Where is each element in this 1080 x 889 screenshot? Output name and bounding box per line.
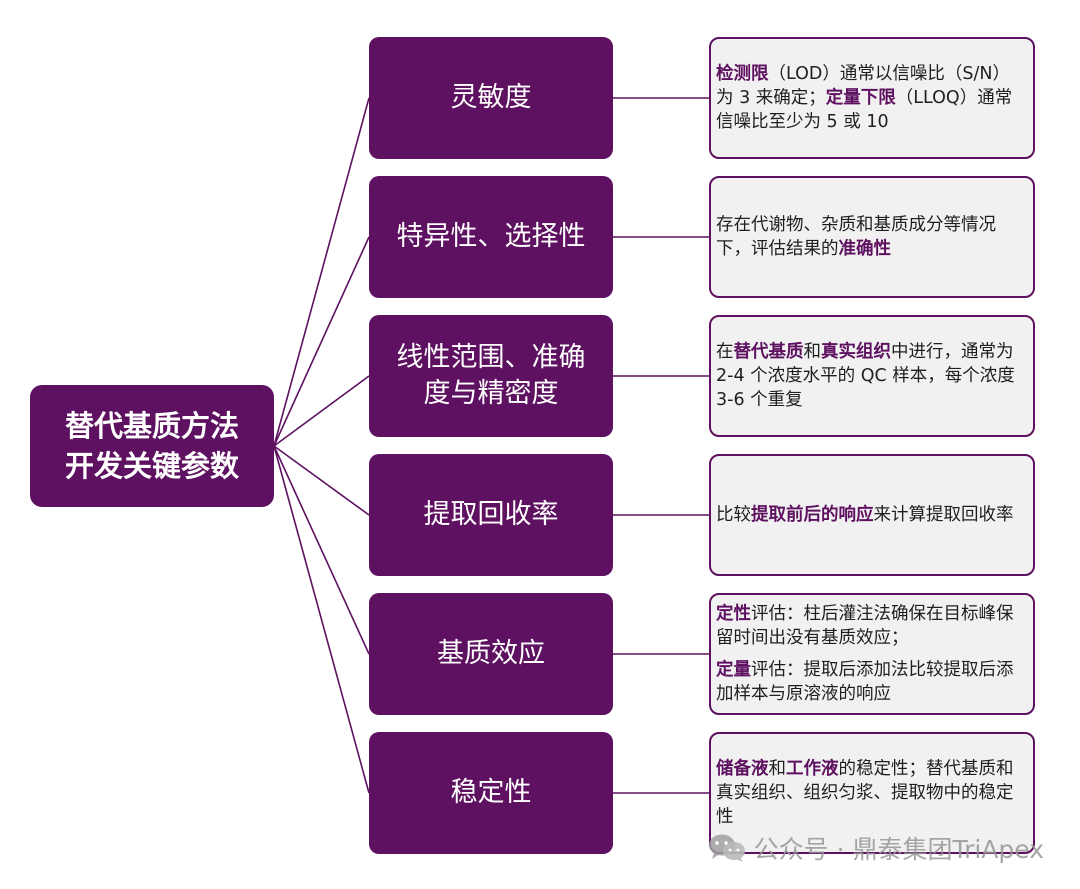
description-text: 比较 — [716, 505, 751, 525]
category-label: 提取回收率 — [423, 499, 559, 530]
watermark: 公众号 · 鼎泰集团TriApex — [708, 830, 1044, 866]
description-paragraph: 比较提取前后的响应来计算提取回收率 — [716, 503, 1027, 527]
description-text: 中进行，通常为 2-4 个浓度水平的 QC 样本，每个浓度 3-6 个重复 — [716, 342, 1015, 410]
highlight-text: 定性 — [716, 604, 751, 624]
watermark-text: 公众号 · 鼎泰集团TriApex — [753, 835, 1044, 864]
highlight-text: 准确性 — [838, 239, 892, 259]
highlight-text: 替代基质 — [733, 342, 804, 362]
description-text: 评估：柱后灌注法确保在目标峰保留时间出没有基质效应； — [716, 604, 1014, 648]
category-label: 稳定性 — [450, 777, 532, 808]
category-linearity-accuracy-precision: 线性范围、准确 度与精密度 — [369, 315, 613, 437]
description-text: 来计算提取回收率 — [873, 505, 1014, 525]
description-text: 评估：提取后添加法比较提取后添加样本与原溶液的响应 — [716, 660, 1014, 704]
description-specificity: 存在代谢物、杂质和基质成分等情况下，评估结果的准确性 — [709, 176, 1035, 298]
root-node: 替代基质方法 开发关键参数 — [30, 385, 274, 507]
category-label: 基质效应 — [437, 638, 545, 669]
description-paragraph: 定量评估：提取后添加法比较提取后添加样本与原溶液的响应 — [716, 658, 1027, 706]
root-title-line-1: 替代基质方法 — [64, 409, 239, 443]
root-connector — [273, 445, 370, 516]
highlight-text: 工作液 — [786, 759, 839, 779]
highlight-text: 储备液 — [716, 759, 769, 779]
root-connector — [273, 97, 370, 447]
category-recovery: 提取回收率 — [369, 454, 613, 576]
description-text: 在 — [716, 342, 734, 362]
description-paragraph: 在替代基质和真实组织中进行，通常为 2-4 个浓度水平的 QC 样本，每个浓度 … — [716, 340, 1027, 412]
description-paragraph: 储备液和工作液的稳定性；替代基质和真实组织、组织匀浆、提取物中的稳定性 — [716, 757, 1027, 829]
description-matrix-effect: 定性评估：柱后灌注法确保在目标峰保留时间出没有基质效应； 定量评估：提取后添加法比… — [709, 593, 1035, 715]
category-label-line-2: 度与精密度 — [423, 378, 559, 409]
description-text: 和 — [768, 759, 787, 779]
category-stability: 稳定性 — [369, 732, 613, 854]
description-text: 存在代谢物、杂质和基质成分等情况下，评估结果的 — [716, 215, 996, 259]
root-connector — [273, 445, 370, 794]
description-text: 的稳定性；替代基质和真实组织、组织匀浆、提取物中的稳定性 — [716, 759, 1014, 827]
highlight-text: 提取前后的响应 — [751, 505, 874, 525]
root-connector — [273, 236, 370, 447]
description-text: （LLOQ）通常信噪比至少为 5 或 10 — [716, 88, 1013, 132]
highlight-text: 定量下限 — [825, 88, 896, 108]
category-label: 特异性、选择性 — [396, 221, 586, 252]
description-paragraph: 检测限（LOD）通常以信噪比（S/N）为 3 来确定；定量下限（LLOQ）通常信… — [716, 62, 1027, 134]
root-connector — [273, 375, 370, 447]
highlight-text: 检测限 — [716, 64, 769, 84]
description-text: 和 — [803, 342, 822, 362]
category-label: 灵敏度 — [450, 82, 532, 113]
category-specificity: 特异性、选择性 — [369, 176, 613, 298]
description-sensitivity: 检测限（LOD）通常以信噪比（S/N）为 3 来确定；定量下限（LLOQ）通常信… — [709, 37, 1035, 159]
category-sensitivity: 灵敏度 — [369, 37, 613, 159]
wechat-icon — [708, 834, 745, 862]
description-text: （LOD）通常以信噪比（S/N）为 3 来确定； — [716, 64, 1010, 108]
root-title-line-2: 开发关键参数 — [64, 449, 239, 483]
highlight-text: 定量 — [716, 660, 751, 680]
description-stability: 储备液和工作液的稳定性；替代基质和真实组织、组织匀浆、提取物中的稳定性 — [709, 732, 1035, 854]
root-connector — [273, 445, 370, 655]
description-paragraph: 定性评估：柱后灌注法确保在目标峰保留时间出没有基质效应； — [716, 602, 1027, 650]
description-paragraph: 存在代谢物、杂质和基质成分等情况下，评估结果的准确性 — [716, 213, 1027, 261]
highlight-text: 真实组织 — [821, 342, 891, 362]
description-recovery: 比较提取前后的响应来计算提取回收率 — [709, 454, 1035, 576]
category-matrix-effect: 基质效应 — [369, 593, 613, 715]
category-label-line-1: 线性范围、准确 — [396, 342, 586, 373]
description-linearity: 在替代基质和真实组织中进行，通常为 2-4 个浓度水平的 QC 样本，每个浓度 … — [709, 315, 1035, 437]
